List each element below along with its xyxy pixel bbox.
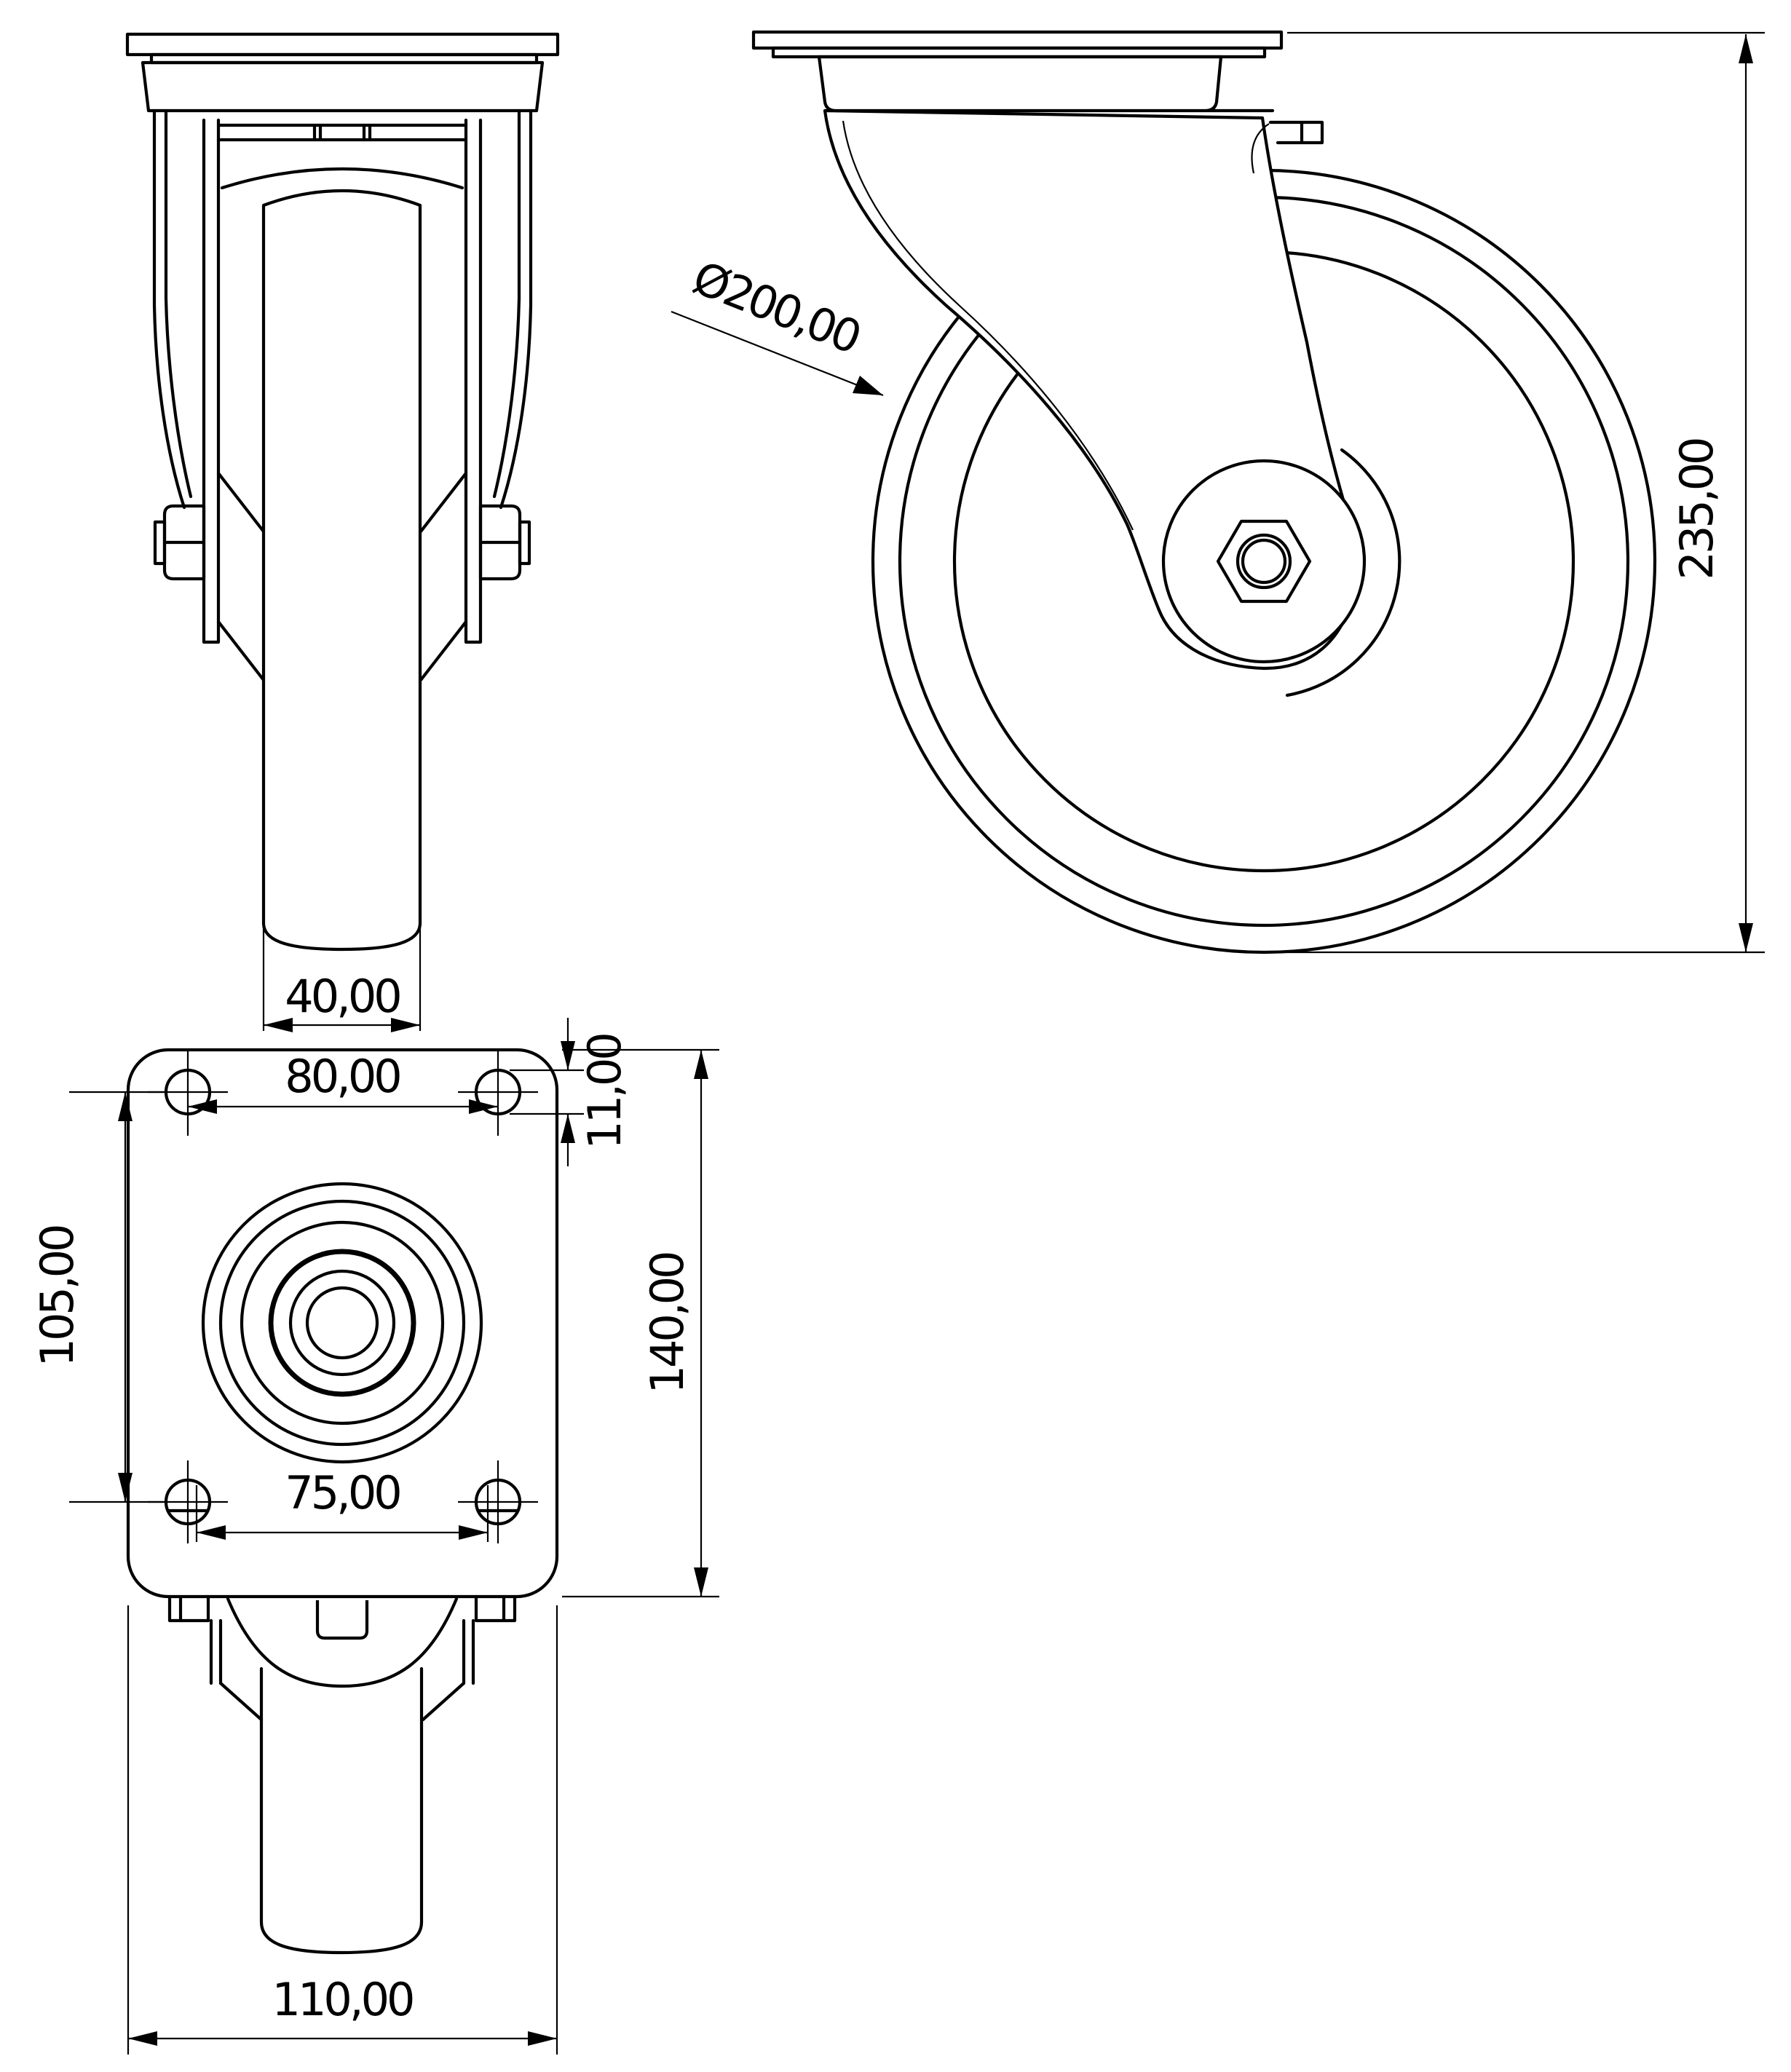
- plan-fork-crown-arc: [226, 1597, 459, 1688]
- front-fork-plate-left: [202, 118, 221, 644]
- side-axle-hex-nut: [1216, 519, 1312, 604]
- front-hub-cone-edges: [216, 471, 468, 682]
- arrow-left-icon: [197, 1525, 226, 1540]
- arrow-leader-icon: [853, 376, 883, 395]
- dim-wheel-width-label: 40,00: [285, 970, 400, 1023]
- side-plate-lip: [771, 46, 1267, 59]
- plan-swivel-circle-1: [201, 1182, 483, 1464]
- arrow-left-icon: [264, 1018, 293, 1032]
- plan-crown-notch: [315, 1600, 369, 1640]
- arrow-down-icon: [1739, 923, 1753, 952]
- dim-wheel-width: 40,00: [262, 926, 422, 1032]
- plan-swivel-circle-2: [218, 1199, 466, 1447]
- dim-11-lines: [510, 1018, 584, 1166]
- side-hub-boss-arc: [1285, 448, 1401, 697]
- front-axle-nut-left: [162, 504, 206, 581]
- side-top-plate: [751, 30, 1284, 50]
- dim-hole-diameter: 11,00: [510, 1018, 631, 1166]
- front-dome-outer-left: [152, 108, 186, 510]
- side-swivel-head: [817, 55, 1275, 113]
- front-dome-inner-left: [164, 108, 193, 499]
- side-axle-nut-circle-outer: [1235, 533, 1292, 590]
- arrow-right-icon: [391, 1018, 420, 1032]
- dim-140-label: 140,00: [641, 1253, 694, 1393]
- dim-hole-spacing-length: 105,00: [31, 1091, 167, 1503]
- arrow-left-icon: [188, 1099, 217, 1114]
- plan-hole-crosshairs: [148, 1051, 538, 1543]
- plan-kingpin-hole: [305, 1286, 379, 1360]
- arrow-left-icon: [128, 2031, 157, 2046]
- dim-200-leader: [671, 310, 884, 397]
- dim-105-label: 105,00: [31, 1226, 84, 1367]
- arrow-up-icon: [694, 1050, 708, 1079]
- arrow-down-icon: [118, 1473, 133, 1502]
- side-blade-curl: [1251, 123, 1270, 174]
- arrow-right-icon: [469, 1099, 498, 1114]
- dim-11-label: 11,00: [578, 1035, 631, 1150]
- dim-105-lines: [69, 1091, 167, 1503]
- arrow-down-icon: [694, 1567, 708, 1597]
- plan-view: [126, 1048, 559, 1955]
- front-tyre-outer-arc: [220, 167, 464, 190]
- front-view: [125, 32, 560, 952]
- dim-235-lines: [1281, 31, 1765, 954]
- plan-tyre: [259, 1666, 424, 1955]
- plan-swivel-circle-3: [240, 1220, 445, 1426]
- plan-mounting-plate: [126, 1048, 559, 1599]
- plan-fork-tab-left: [167, 1594, 210, 1623]
- front-top-plate: [125, 32, 560, 57]
- arrow-up-icon: [561, 1114, 575, 1143]
- dim-plate-width: 110,00: [127, 1605, 558, 2055]
- dim-200-label: Ø200,00: [686, 250, 866, 363]
- arrow-down-icon: [561, 1041, 575, 1070]
- dim-140-lines: [562, 1048, 719, 1598]
- dim-wheel-diameter: Ø200,00: [671, 250, 884, 397]
- front-axle-nut-right: [478, 504, 522, 581]
- dim-235-label: 235,00: [1670, 439, 1723, 580]
- side-fork-blade-inner-edge: [842, 120, 1134, 531]
- dim-total-height: 235,00: [1281, 31, 1765, 954]
- front-cross-bar: [216, 123, 468, 142]
- dim-110-lines: [127, 1605, 558, 2055]
- front-dome-outer-right: [499, 108, 533, 510]
- plan-swivel-circle-5: [288, 1269, 396, 1377]
- plan-hub-cone-edges: [218, 1681, 466, 1722]
- dim-hole-spacing-bottom: 75,00: [195, 1466, 489, 1542]
- dimensions: 40,00 80,00 11,00 105,00 75,: [31, 31, 1765, 2055]
- front-fork-plate-right: [464, 118, 483, 644]
- side-axle-nut-circle-inner: [1241, 538, 1287, 585]
- plan-swivel-circle-4: [268, 1249, 416, 1397]
- plan-fork-legs: [209, 1618, 475, 1685]
- dim-110-label: 110,00: [272, 1973, 413, 2026]
- dim-80-label: 80,00: [285, 1050, 400, 1103]
- dim-75-label: 75,00: [285, 1466, 400, 1519]
- arrow-right-icon: [528, 2031, 557, 2046]
- arrow-up-icon: [118, 1092, 133, 1121]
- front-dome-inner-right: [492, 108, 521, 499]
- dim-hole-spacing-top: 80,00: [188, 1050, 498, 1114]
- arrow-right-icon: [459, 1525, 488, 1540]
- side-brake-tab: [1268, 120, 1324, 145]
- plan-fork-tab-right: [474, 1594, 517, 1623]
- side-view: [751, 30, 1657, 954]
- front-swivel-head: [141, 60, 545, 113]
- front-tyre: [261, 189, 422, 952]
- dim-plate-length: 140,00: [562, 1048, 719, 1598]
- arrow-up-icon: [1739, 34, 1753, 63]
